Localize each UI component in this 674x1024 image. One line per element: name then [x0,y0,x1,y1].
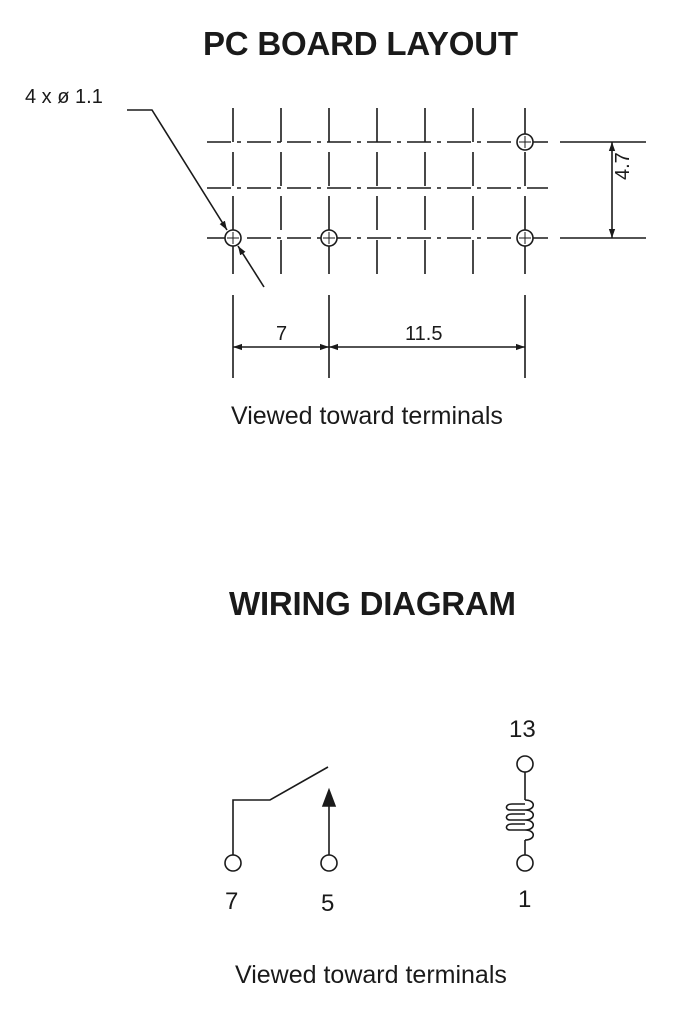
terminal-1 [516,854,534,872]
pin-label-13: 13 [509,716,536,743]
pin-label-1: 1 [518,886,532,913]
pin-label-7: 7 [225,888,239,915]
hole-spec-arrow-2 [237,245,265,288]
hole-spec-leader [127,109,228,231]
terminal-13 [516,755,534,773]
wiring-diagram-title: WIRING DIAGRAM [229,585,516,622]
coil-icon [505,799,535,841]
switch-arm [232,766,329,855]
contact-5-arrow-icon [321,787,337,807]
dim-label-7: 7 [276,323,288,345]
terminal-7 [224,854,242,872]
wiring-caption: Viewed toward terminals [235,961,507,989]
terminal-5 [320,854,338,872]
hole-spec-label: 4 x ø 1.1 [25,86,103,108]
pcb-layout-title: PC BOARD LAYOUT [203,25,518,62]
dim-label-11-5: 11.5 [405,323,443,345]
pcb-caption: Viewed toward terminals [231,402,503,430]
pin-label-5: 5 [321,890,335,917]
